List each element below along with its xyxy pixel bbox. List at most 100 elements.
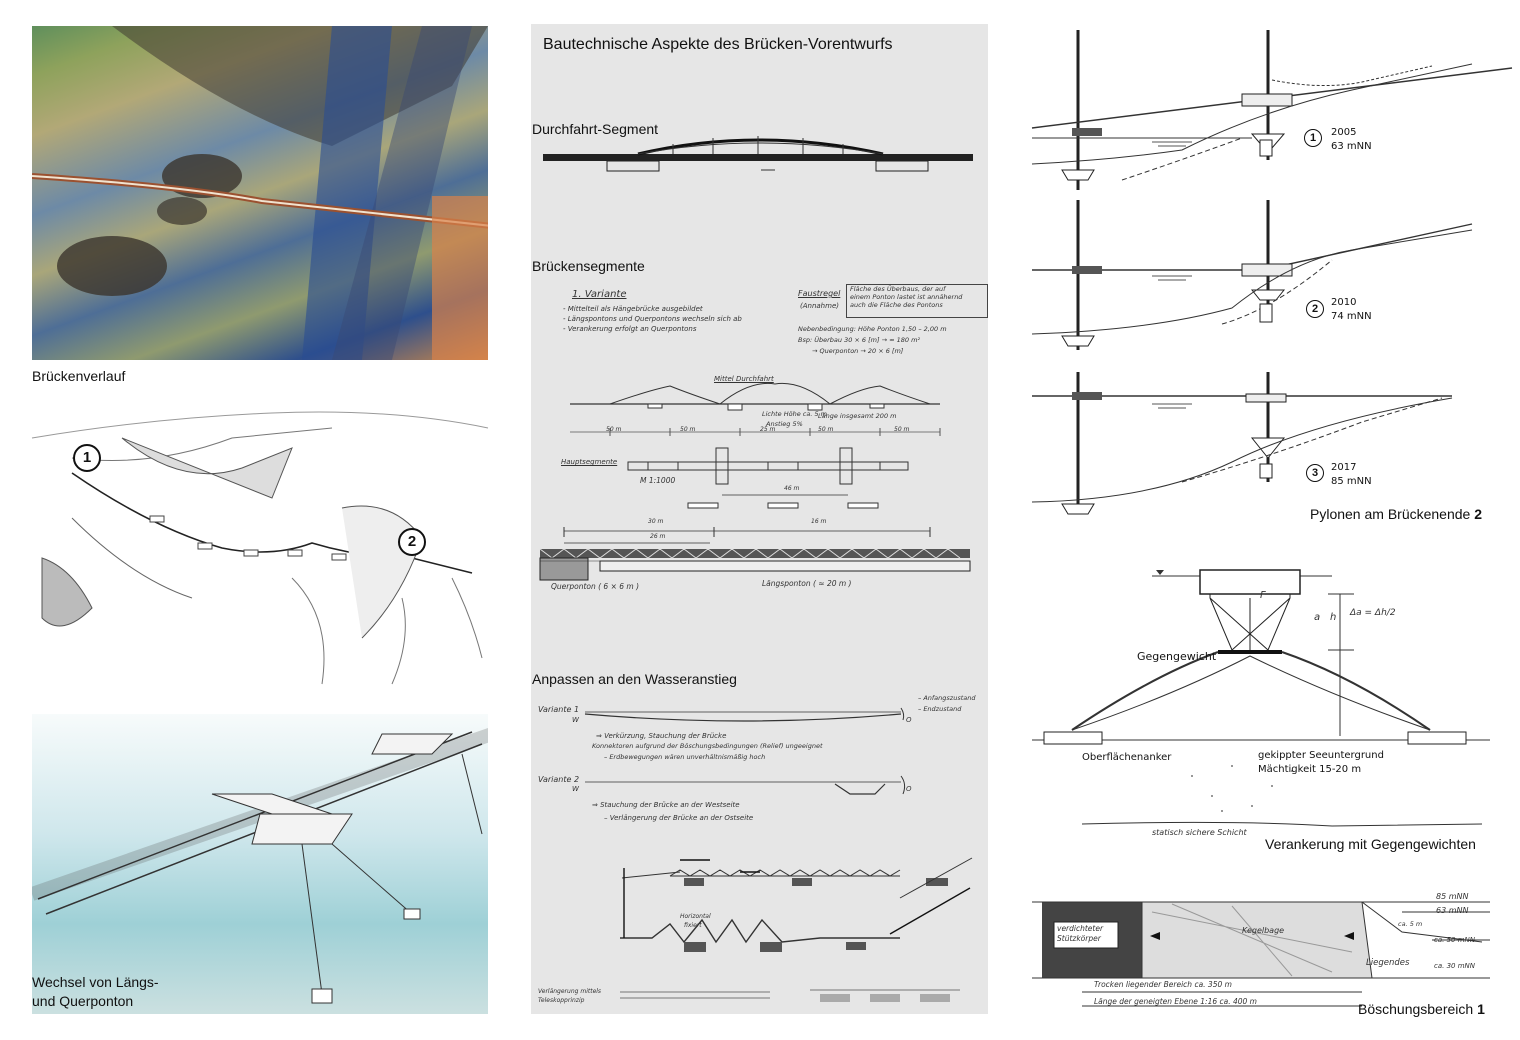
dim-2: 50 m (680, 426, 696, 433)
variant1-text-1: ⇒ Verkürzung, Stauchung der Brücke (596, 732, 727, 740)
pylon-year-3: 2017 (1331, 462, 1357, 473)
a-label: a (1314, 612, 1321, 623)
thickness-label: Mächtigkeit 15-20 m (1258, 764, 1362, 775)
legend-initial: – Anfangszustand (918, 694, 976, 702)
variant1-text-2: Konnektoren aufgrund der Böschungsbeding… (592, 742, 823, 750)
marker-2: 2 (398, 528, 426, 556)
cross-pontoon-label: Querponton ( 6 × 6 m ) (551, 582, 640, 591)
east-1: O (906, 716, 912, 724)
dry-area-length: Trocken liegender Bereich ca. 350 m (1094, 980, 1232, 989)
construction-panel (531, 24, 988, 1014)
east-2: O (906, 785, 912, 793)
pylon-2005 (1031, 30, 1513, 190)
variant2-profile (585, 775, 906, 795)
counterweight-label: Gegengewicht (1137, 650, 1217, 663)
cone-label: Kegelbage (1242, 926, 1285, 935)
dim-3: 25 m (760, 426, 776, 433)
level-63: 63 mNN (1436, 906, 1469, 915)
section-water-rise: Anpassen an den Wasseranstieg (532, 671, 737, 687)
dim-30: 30 m (648, 518, 664, 525)
section-passage-segment: Durchfahrt-Segment (532, 121, 659, 137)
variant2-label: Variante 2 (538, 775, 580, 784)
variant2-text-2: – Verlängerung der Brücke an der Ostseit… (604, 814, 754, 822)
pylon-num-3: 3 (1306, 464, 1324, 482)
telescope-note-1: Verlängerung mittels (538, 988, 602, 995)
variant1-label: Variante 1 (538, 705, 580, 714)
caption-pontoon-line1: Wechsel von Längs- (32, 974, 159, 990)
compacted-2: Stützkörper (1057, 934, 1101, 943)
painting-overlay (32, 26, 488, 360)
underlying-label: Liegendes (1366, 958, 1410, 968)
total-length: Länge insgesamt 200 m (818, 412, 897, 420)
slope-area-drawing (1032, 901, 1490, 1007)
telescope-drawing (620, 857, 973, 952)
pylon-year-2: 2010 (1331, 297, 1357, 308)
side-condition-2: Bsp: Überbau 30 × 6 [m] → ≈ 180 m² (798, 336, 921, 344)
depth-5m: ca. 5 m (1398, 920, 1423, 928)
caption-slope: Böschungsbereich 1 (1358, 1001, 1485, 1017)
h-label: h (1330, 612, 1337, 623)
delta-label: Δa = Δh/2 (1350, 608, 1396, 618)
caption-bridge-course: Brückenverlauf (32, 368, 126, 384)
caption-pylons: Pylonen am Brückenende 2 (1310, 506, 1482, 522)
inclined-plane-length: Länge der geneigten Ebene 1:16 ca. 400 m (1094, 997, 1257, 1006)
west-1: W (572, 716, 579, 724)
variant1-profile (584, 707, 905, 722)
pylon-level-2: 74 mNN (1331, 311, 1372, 322)
rule-sub: (Annahme) (800, 302, 839, 310)
pylon-level-3: 85 mNN (1331, 476, 1372, 487)
force-label: F (1260, 590, 1266, 601)
caption-slope-text: Böschungsbereich (1358, 1001, 1478, 1017)
main-segments-plan (627, 447, 909, 509)
rule-line-3: auch die Fläche des Pontons (850, 301, 943, 309)
pylon-2010 (1031, 200, 1473, 350)
dim-16: 16 m (811, 518, 827, 525)
truss-segment-drawing (539, 527, 971, 581)
rule-box: Fläche des Überbaus, der auf einem Ponto… (846, 284, 988, 318)
panel-title: Bautechnische Aspekte des Brücken-Vorent… (543, 36, 893, 53)
rule-line-1: Fläche des Überbaus, der auf (850, 285, 946, 293)
caption-pontoon-line2: und Querponton (32, 993, 134, 1009)
sketch-bridge-overview: 1 2 (31, 398, 489, 685)
pylon-year-1: 2005 (1331, 127, 1357, 138)
variant-heading: 1. Variante (572, 289, 627, 300)
dim-1: 50 m (606, 426, 622, 433)
level-30: ca. 30 mNN (1434, 962, 1476, 970)
west-2: W (572, 785, 579, 793)
variant-note-3: - Verankerung erfolgt an Querpontons (563, 325, 697, 333)
caption-slope-num: 1 (1477, 1001, 1485, 1017)
side-condition-1: Nebenbedingung: Höhe Ponton 1,50 – 2,00 … (798, 325, 947, 333)
horizontal-fixed-2: fixiert (684, 922, 702, 929)
pylon-num-1: 1 (1304, 129, 1322, 147)
legend-final: – Endzustand (918, 705, 962, 713)
rule-label: Faustregel (798, 289, 841, 298)
marker-1: 1 (73, 444, 101, 472)
gradient: Anstieg 5% (766, 420, 803, 428)
telescope-bottom-strips (620, 989, 960, 1002)
middle-passage-label: Mittel Durchfahrt (714, 375, 774, 383)
horizontal-fixed-1: Horizontal (680, 913, 711, 920)
section-bridge-segments: Brückensegmente (532, 258, 645, 274)
caption-anchoring: Verankerung mit Gegengewichten (1265, 836, 1476, 852)
pontoon-drawing-lines (32, 727, 488, 1004)
tilted-lakebed-label: gekippter Seeuntergrund (1258, 750, 1384, 761)
pylon-level-1: 63 mNN (1331, 141, 1372, 152)
level-85: 85 mNN (1436, 892, 1469, 901)
telescope-note-2: Teleskopprinzip (538, 997, 585, 1004)
pylon-num-2: 2 (1306, 300, 1324, 318)
variant-note-1: - Mittelteil als Hängebrücke ausgebildet (563, 305, 703, 313)
dim-5: 50 m (894, 426, 910, 433)
variant1-text-3: – Erdbewegungen wären unverhältnismäßig … (604, 753, 766, 761)
variant-note-2: - Längspontons und Querpontons wechseln … (563, 315, 742, 323)
caption-pylons-num: 2 (1474, 506, 1483, 522)
caption-pylons-text: Pylonen am Brückenende (1310, 506, 1475, 522)
drawing-pontoon-change (32, 714, 488, 1014)
dim-26: 26 m (650, 533, 666, 540)
painting-bridge-course (32, 26, 488, 360)
main-segments-label: Hauptsegmente (561, 458, 618, 466)
dim-4: 50 m (818, 426, 834, 433)
suspension-bridge-drawing (570, 382, 941, 436)
dim-46: 46 m (784, 485, 800, 492)
surface-anchor-label: Oberflächenanker (1082, 752, 1172, 763)
anchoring-counterweight-drawing (1032, 569, 1490, 827)
